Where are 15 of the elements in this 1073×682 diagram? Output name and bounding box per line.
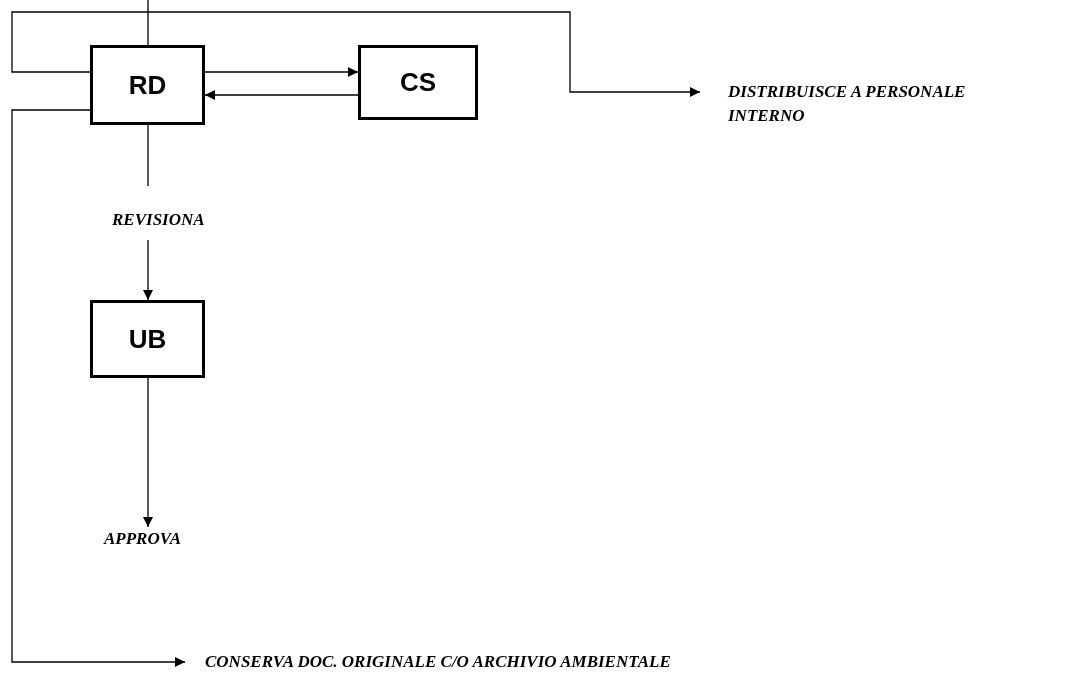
connector-line: [147, 0, 149, 46]
process-box: RD: [90, 45, 205, 125]
step-label: CONSERVA DOC. ORIGINALE C/O ARCHIVIO AMBIENTALE: [185, 650, 925, 674]
step-label: APPROVA: [104, 527, 214, 551]
arrow: [143, 239, 153, 301]
arrow: [204, 67, 359, 77]
arrow: [11, 11, 701, 97]
step-label: DISTRIBUISCE A PERSONALE INTERNO: [700, 80, 1030, 132]
arrow: [143, 377, 153, 528]
process-box: CS: [358, 45, 478, 120]
connector-line: [147, 124, 149, 187]
process-box: UB: [90, 300, 205, 378]
step-label: REVISIONA: [112, 208, 237, 234]
arrow: [204, 90, 359, 100]
arrow: [11, 109, 186, 667]
